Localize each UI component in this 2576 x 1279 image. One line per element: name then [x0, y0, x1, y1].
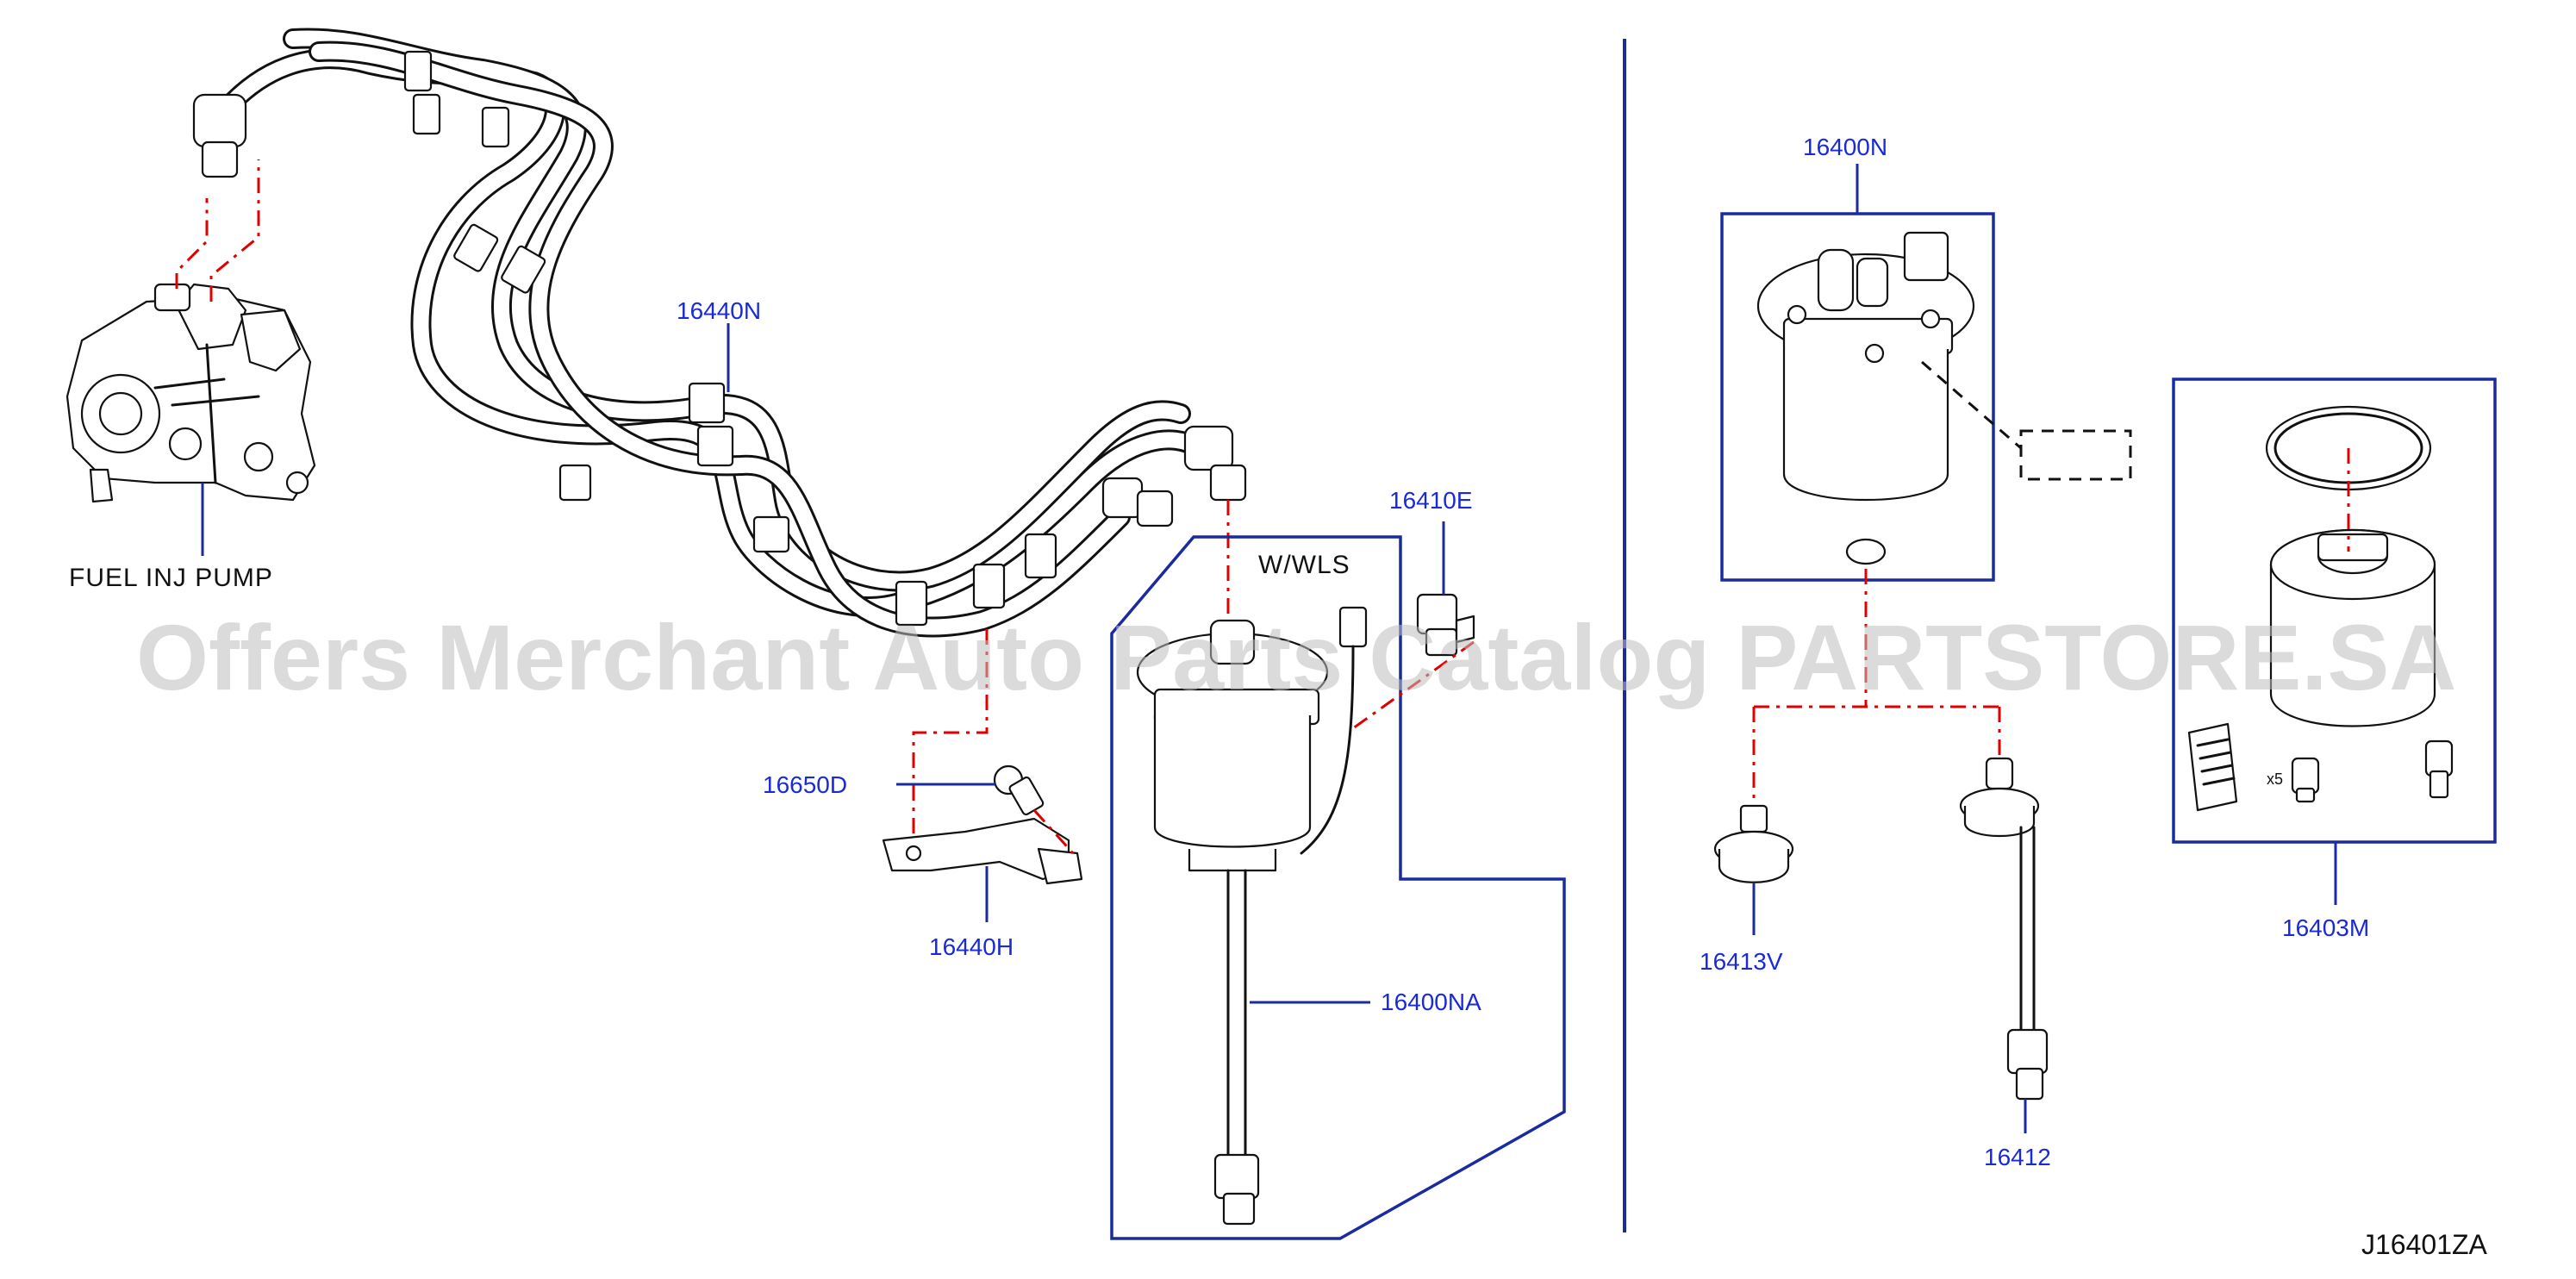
fuel-filter-16400N[interactable] [1756, 231, 1975, 565]
part-16410E[interactable]: 16410E [1389, 487, 1473, 514]
w-wls-enclosure [1110, 535, 1566, 1240]
hidden-part-placeholder [2019, 429, 2132, 481]
filter-to-subparts-connector [1752, 569, 2001, 810]
fuel-hose-assembly[interactable] [192, 28, 1247, 638]
part-16440H[interactable]: 16440H [929, 933, 1014, 960]
hose-to-bracket-connector [912, 629, 989, 862]
fuel-filter-16400NA[interactable] [1136, 606, 1368, 1226]
part-16412[interactable]: 16412 [1984, 1144, 2051, 1170]
w-wls-label: W/WLS [1258, 551, 1350, 579]
part-16400NA[interactable]: 16400NA [1381, 989, 1481, 1015]
water-sensor-16412[interactable] [1959, 757, 2049, 1101]
part-16650D[interactable]: 16650D [763, 771, 847, 798]
bolt-16650D[interactable] [993, 764, 1045, 816]
filter-element-kit-16403M[interactable] [2187, 405, 2454, 812]
watermark-text: Offers Merchant Auto Parts Catalog PARTS… [136, 605, 2456, 709]
diagram-reference-code: J16401ZA [2361, 1229, 2488, 1260]
part-16403M[interactable]: 16403M [2282, 914, 2369, 941]
pump-to-hose-connector [175, 198, 209, 289]
part-16400N[interactable]: 16400N [1803, 134, 1887, 160]
bracket-16440H[interactable] [882, 817, 1083, 885]
o-ring-qty-label: x5 [2267, 771, 2283, 788]
fuel-inj-pump-label: FUEL INJ PUMP [69, 564, 273, 592]
part-16440N[interactable]: 16440N [677, 297, 761, 324]
part-16413V[interactable]: 16413V [1700, 948, 1783, 975]
fuel-injection-pump[interactable] [65, 283, 316, 503]
drain-plug-16413V[interactable] [1713, 804, 1794, 883]
sensor-16410E[interactable] [1416, 593, 1475, 657]
